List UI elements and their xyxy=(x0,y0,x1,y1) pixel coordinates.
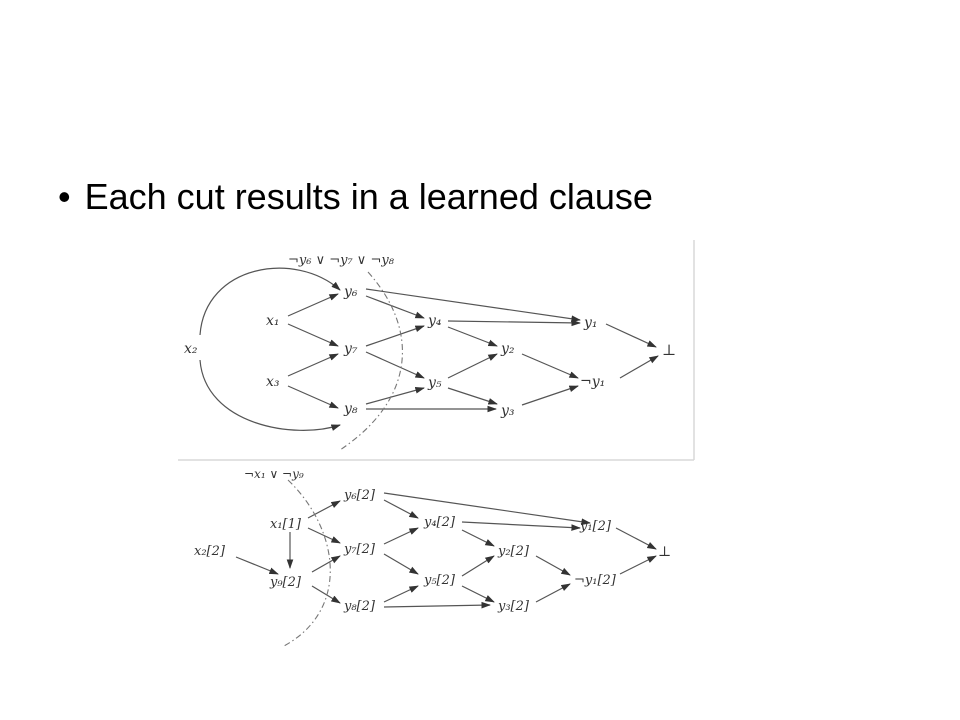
edge-x2-y8 xyxy=(199,359,341,431)
node-y3: y₃[2] xyxy=(497,599,530,614)
edge-y6-y4 xyxy=(383,499,419,519)
edge-x1-y6 xyxy=(287,293,339,317)
edge-y3-ny1 xyxy=(535,583,571,603)
node-y8: y₈[2] xyxy=(343,599,376,614)
edge-y6-y1 xyxy=(383,492,591,526)
edge-y6-y4 xyxy=(365,295,425,319)
node-x1: x₁[1] xyxy=(270,517,302,532)
edge-x3-y7 xyxy=(287,353,339,377)
node-y8: y₈ xyxy=(343,401,358,417)
edge-y8-y3 xyxy=(383,601,491,609)
edge-y7-y4 xyxy=(365,325,425,347)
edge-y9-y8 xyxy=(311,585,341,604)
node-y2: y₂[2] xyxy=(497,544,530,559)
edge-y6-y1 xyxy=(365,288,581,323)
edge-y8-y5 xyxy=(383,585,419,603)
top-cut-line xyxy=(339,271,403,451)
edge-ny1-bot xyxy=(619,355,659,379)
node-y5: y₅ xyxy=(427,375,442,391)
node-bottom-conflict: ⊥ xyxy=(662,341,676,359)
edge-y1-bot xyxy=(615,527,657,550)
edge-x1-y7 xyxy=(307,527,341,544)
node-y4: y₄ xyxy=(427,313,442,329)
node-x2: x₂ xyxy=(184,341,198,357)
edge-y4-y2 xyxy=(447,326,498,347)
node-y7: y₇[2] xyxy=(343,542,376,557)
node-y6: y₆[2] xyxy=(343,488,376,503)
edge-y3-ny1 xyxy=(521,385,579,406)
edge-y2-ny1 xyxy=(521,353,579,379)
edge-y4-y2 xyxy=(461,529,495,547)
edge-y8-y5 xyxy=(365,387,425,405)
node-x2: x₂[2] xyxy=(194,544,226,559)
node-y6: y₆ xyxy=(343,284,358,300)
bottom-learned-clause: ¬x₁ ∨ ¬y₉ xyxy=(244,467,304,481)
node-x3: x₃ xyxy=(266,374,280,390)
edge-y4-y1 xyxy=(461,521,581,531)
top-implication-graph: ¬y₆ ∨ ¬y₇ ∨ ¬y₈ x₂ x₁ x₃ y₆ y₇ y₈ y₄ y₅ … xyxy=(184,253,676,451)
node-y1: y₁ xyxy=(583,315,598,331)
edge-y5-y3 xyxy=(461,585,495,603)
edge-y4-y1 xyxy=(447,319,581,327)
edge-y5-y3 xyxy=(447,387,498,405)
top-learned-clause: ¬y₆ ∨ ¬y₇ ∨ ¬y₈ xyxy=(288,253,395,268)
edge-x1-y6 xyxy=(307,500,341,519)
node-not-y1: ¬y₁ xyxy=(580,374,605,390)
edge-y7-y4 xyxy=(383,527,419,545)
node-y9: y₉[2] xyxy=(269,575,302,590)
node-x1: x₁ xyxy=(266,313,280,329)
edge-x3-y8 xyxy=(287,385,339,409)
edge-y9-y7 xyxy=(311,555,341,573)
bullet-text: Each cut results in a learned clause xyxy=(84,176,653,217)
node-y7: y₇ xyxy=(343,341,358,357)
bullet-item: • Each cut results in a learned clause xyxy=(58,176,653,218)
node-y3: y₃ xyxy=(500,403,515,419)
node-bottom-conflict: ⊥ xyxy=(658,544,671,560)
edge-y7-y5 xyxy=(383,553,419,575)
node-y2: y₂ xyxy=(500,341,515,357)
edge-ny1-bot xyxy=(619,555,657,575)
edge-y2-ny1 xyxy=(535,555,571,576)
node-y1: y₁[2] xyxy=(579,519,612,534)
edge-y7-y5 xyxy=(365,351,425,379)
edge-x2-y6 xyxy=(199,267,341,336)
node-y5: y₅[2] xyxy=(423,573,456,588)
edge-x1-y7 xyxy=(287,323,339,347)
node-y4: y₄[2] xyxy=(423,515,456,530)
bottom-implication-graph: ¬x₁ ∨ ¬y₉ x₂[2] x₁[1] y₉[2] y₆[2] y₇[2] … xyxy=(194,467,671,647)
bullet-marker: • xyxy=(58,176,71,217)
edge-y5-y2 xyxy=(447,353,498,379)
bottom-cut-line xyxy=(283,479,331,647)
node-not-y1: ¬y₁[2] xyxy=(574,573,617,588)
edge-y5-y2 xyxy=(461,555,495,577)
edge-x2-y9 xyxy=(235,556,279,575)
edge-y1-bot xyxy=(605,323,657,348)
